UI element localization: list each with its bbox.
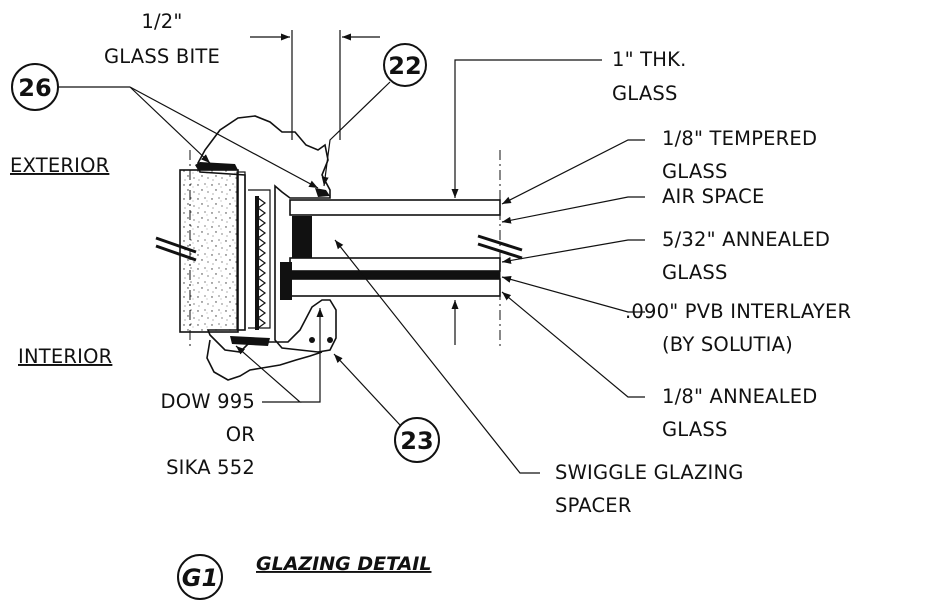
spacer-line2: SPACER bbox=[555, 494, 632, 517]
detail-title: G1 GLAZING DETAIL bbox=[177, 553, 431, 600]
bubble-23: 23 bbox=[333, 353, 440, 463]
air-space-label: AIR SPACE bbox=[662, 185, 764, 208]
spacer-line1: SWIGGLE GLAZING bbox=[555, 461, 744, 484]
glass-thickness-label: GLASS bbox=[612, 82, 678, 105]
bubble-26-text: 26 bbox=[18, 74, 51, 102]
pvb-line2: (BY SOLUTIA) bbox=[662, 333, 793, 356]
interior-label: INTERIOR bbox=[18, 345, 112, 368]
glass-thickness-value: 1" THK. bbox=[612, 48, 687, 71]
annealed-18-line2: GLASS bbox=[662, 418, 728, 441]
annealed-18-line1: 1/8" ANNEALED bbox=[662, 385, 818, 408]
glass-bite-dim-label: GLASS BITE bbox=[104, 45, 220, 68]
callout-18-annealed: 1/8" ANNEALED GLASS bbox=[501, 291, 818, 441]
bubble-23-text: 23 bbox=[400, 427, 433, 455]
sealant-line3: SIKA 552 bbox=[166, 456, 255, 479]
bubble-22: 22 bbox=[321, 43, 427, 187]
callout-air-space: AIR SPACE bbox=[501, 185, 764, 224]
mullion-frame bbox=[179, 115, 337, 381]
tempered-glass-line2: GLASS bbox=[662, 160, 728, 183]
callout-532-annealed: 5/32" ANNEALED GLASS bbox=[501, 228, 830, 284]
callout-sealant: DOW 995 OR SIKA 552 bbox=[161, 308, 324, 479]
glass-bite-dimension: 1/2" GLASS BITE bbox=[104, 10, 380, 140]
pvb-line1: .090" PVB INTERLAYER bbox=[625, 300, 851, 323]
break-mark-left bbox=[155, 236, 197, 262]
sealant-line1: DOW 995 bbox=[161, 390, 255, 413]
callout-pvb-interlayer: .090" PVB INTERLAYER (BY SOLUTIA) bbox=[501, 276, 851, 356]
annealed-532-line1: 5/32" ANNEALED bbox=[662, 228, 830, 251]
insulating-glass-unit bbox=[280, 150, 501, 350]
break-mark-right bbox=[477, 234, 523, 260]
exterior-label: EXTERIOR bbox=[10, 154, 109, 177]
sealant-line2: OR bbox=[226, 423, 255, 446]
bubble-22-text: 22 bbox=[388, 52, 421, 80]
annealed-532-line2: GLASS bbox=[662, 261, 728, 284]
glass-bite-dim-value: 1/2" bbox=[141, 10, 182, 33]
detail-title-bubble-text: G1 bbox=[182, 564, 218, 592]
tempered-glass-line1: 1/8" TEMPERED bbox=[662, 127, 817, 150]
callout-swiggle-spacer: SWIGGLE GLAZING SPACER bbox=[334, 239, 744, 517]
callout-tempered-glass: 1/8" TEMPERED GLASS bbox=[501, 127, 817, 205]
glass-thickness-dimension: 1" THK. GLASS bbox=[451, 48, 687, 345]
detail-title-text: GLAZING DETAIL bbox=[256, 553, 431, 575]
bubble-26: 26 bbox=[11, 63, 319, 189]
